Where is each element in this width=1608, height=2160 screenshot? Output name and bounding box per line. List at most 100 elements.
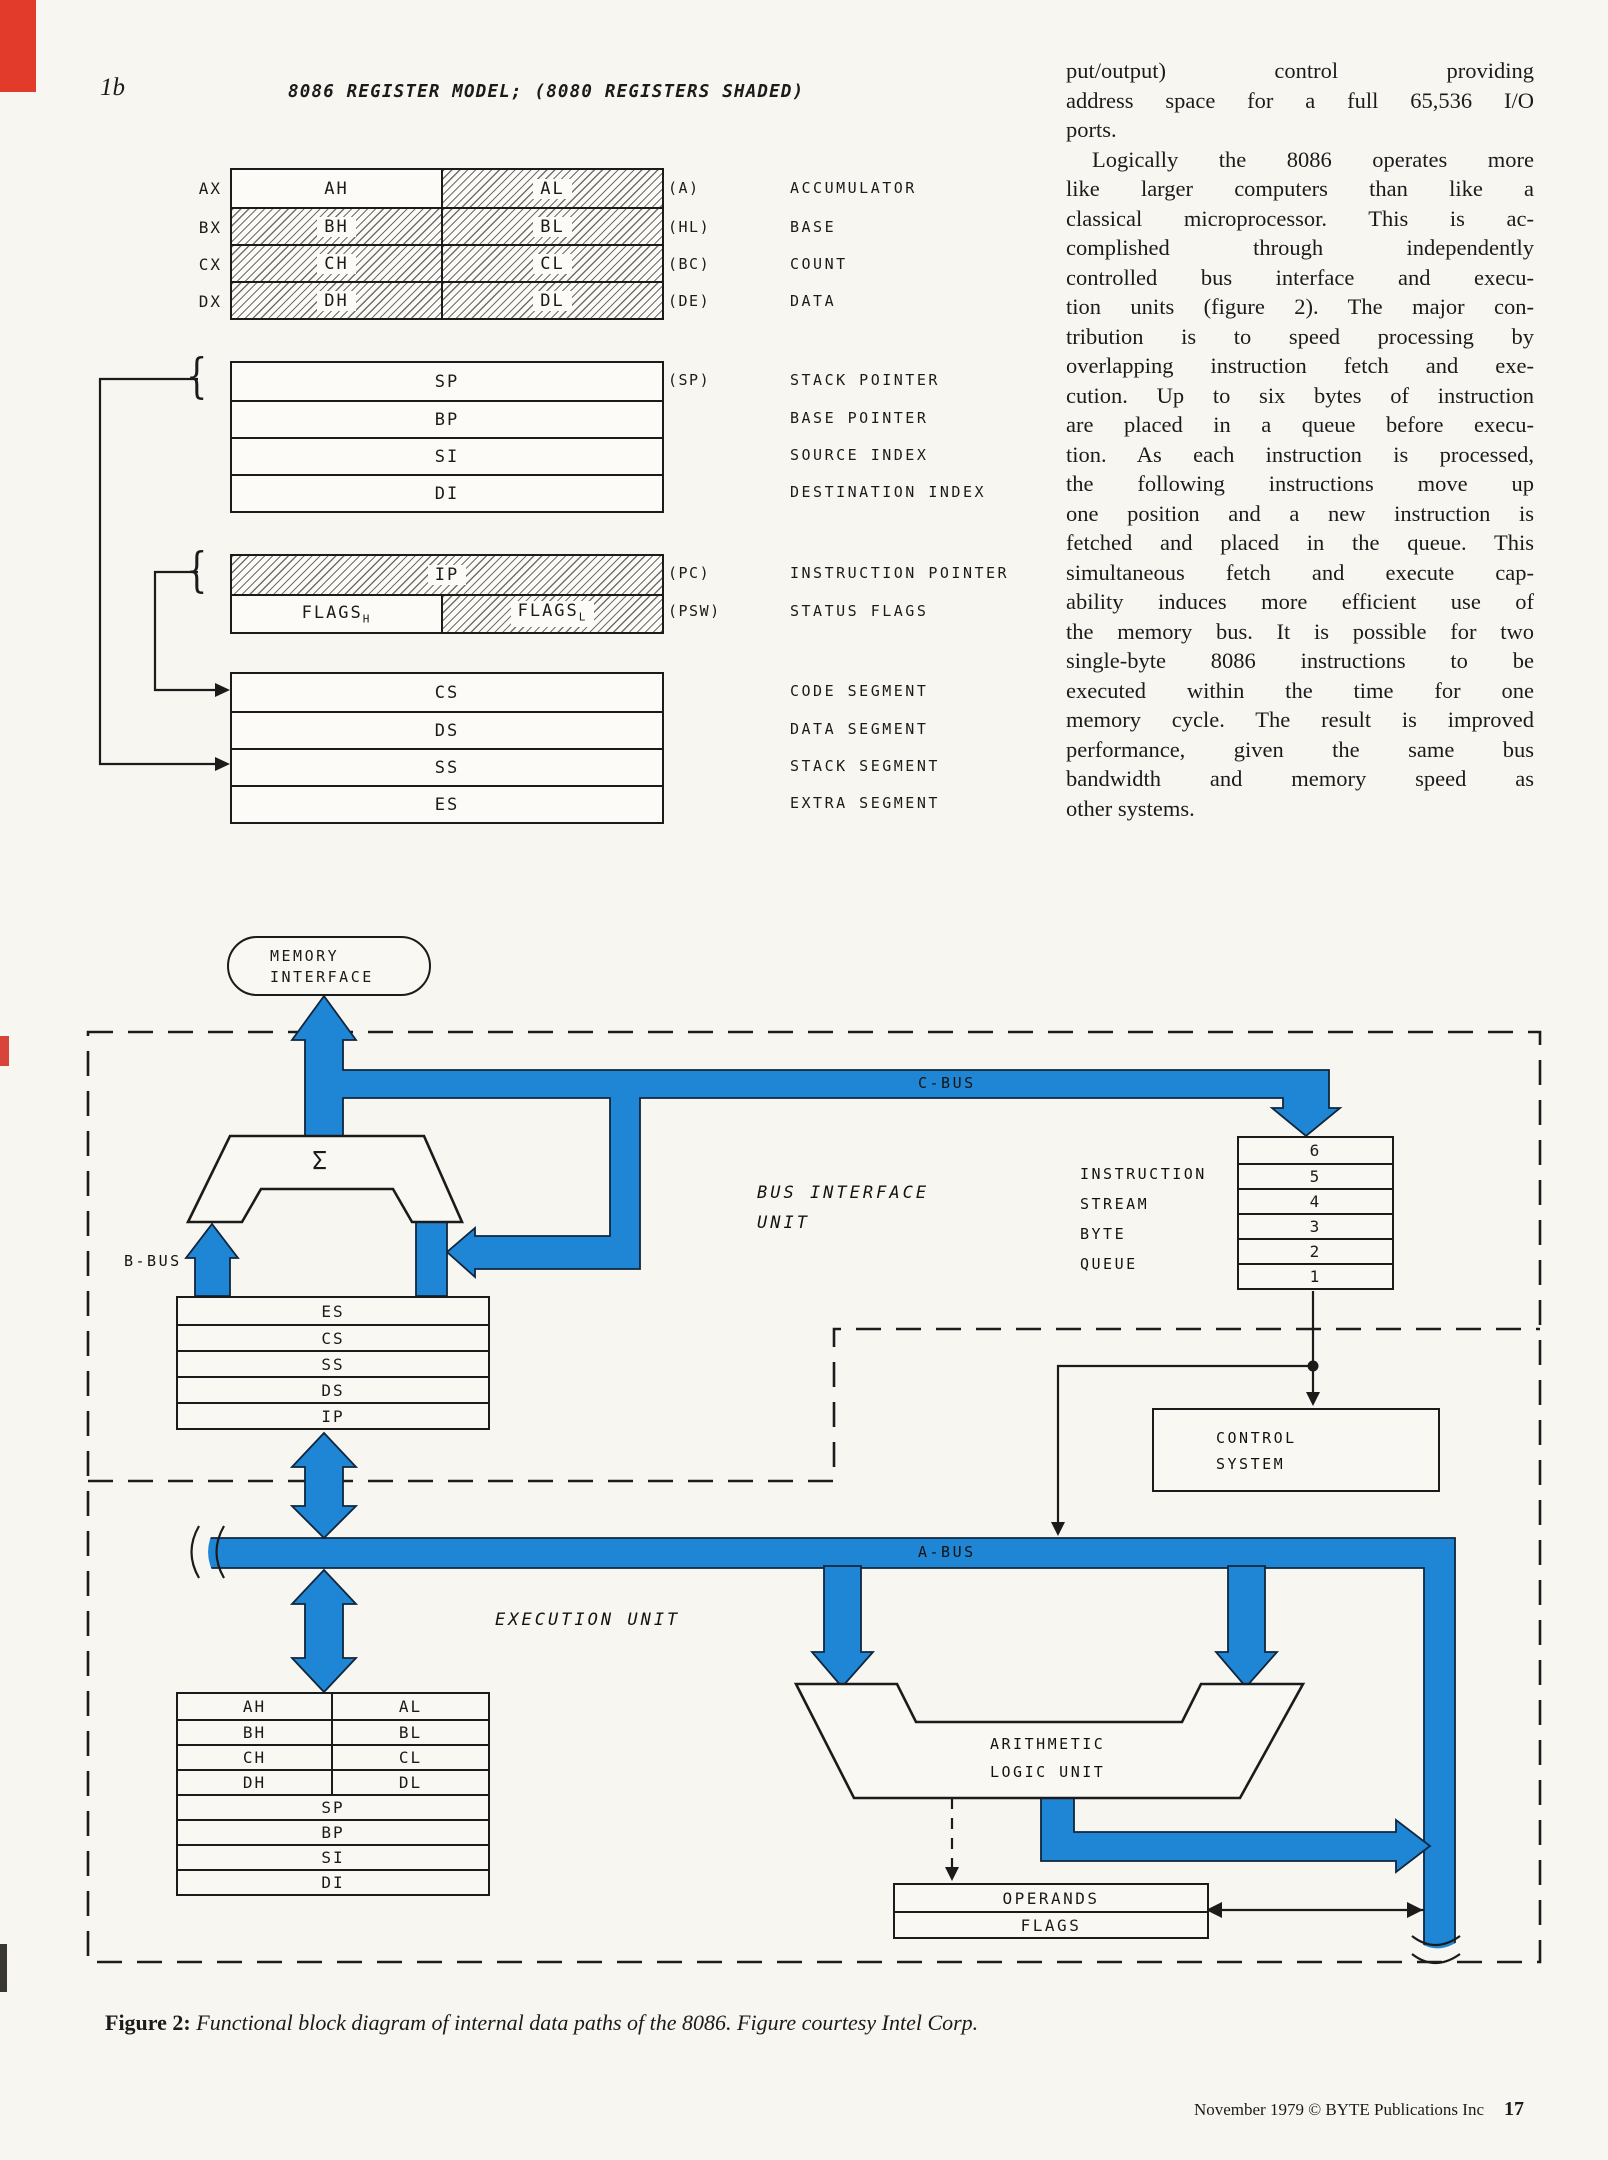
a-bus-left-break-mark1 — [190, 1525, 200, 1579]
article-line: single-byte 8086 instructions to be — [1066, 648, 1534, 673]
biu-cell-ip: IP — [321, 1406, 345, 1426]
table-row: DI — [232, 474, 662, 511]
reg-cell-bh: BH — [232, 209, 443, 244]
table-row: BH BL — [232, 207, 662, 244]
segment-register-table: CS DS SS ES — [230, 672, 664, 824]
table-row: CS — [178, 1324, 488, 1350]
memory-interface-label-line2: INTERFACE — [270, 968, 374, 986]
instruction-queue: 6 5 4 3 2 1 — [1237, 1136, 1394, 1290]
reg-cell-ds: DS — [434, 720, 460, 741]
reg-cell-si: SI — [434, 446, 460, 467]
paren-psw: (PSW) — [668, 602, 721, 620]
dark-edge-tick — [0, 1944, 7, 1992]
reg-name-bx: BX — [198, 218, 222, 237]
queue-cell-6: 6 — [1309, 1141, 1322, 1160]
queue-cell: 4 — [1239, 1188, 1392, 1213]
desc-data: DATA — [790, 292, 837, 310]
ip-to-cs-connector-line — [153, 570, 216, 692]
eu-cell-ah: AH — [178, 1694, 333, 1719]
reg-cell-ah: AH — [232, 170, 443, 207]
sigma-right-input-bar — [415, 1221, 448, 1297]
article-line: the following instructions move up — [1066, 471, 1534, 496]
reg-cell-al: AL — [443, 170, 662, 207]
eu-cell-bl: BL — [398, 1723, 423, 1742]
operands-dashed-arrowhead — [945, 1867, 959, 1881]
flags-l-subscript: L — [578, 610, 588, 624]
alu-label-line2: LOGIC UNIT — [990, 1763, 1106, 1781]
operands-link-left-arrowhead — [1206, 1902, 1222, 1918]
operands-flags-box: OPERANDS FLAGS — [893, 1883, 1209, 1939]
eu-cell-bh: BH — [178, 1721, 333, 1744]
a-bus-label: A-BUS — [918, 1543, 976, 1561]
table-row: ES — [232, 785, 662, 822]
reg-cell-cl: CL — [443, 246, 662, 281]
control-system-label-line1: CONTROL — [1216, 1429, 1297, 1447]
desc-stack-pointer: STACK POINTER — [790, 371, 940, 389]
eu-cell-al: AL — [398, 1697, 423, 1716]
eu-cell-sp: SP — [321, 1798, 345, 1817]
table-row: SS — [178, 1350, 488, 1376]
queue-cell: 2 — [1239, 1238, 1392, 1263]
table-row: CH CL — [232, 244, 662, 281]
reg-cell-dl: DL — [443, 283, 662, 318]
article-line: one position and a new instruction is — [1066, 500, 1534, 526]
reg-cell-bl: BL — [443, 209, 662, 244]
table-row: AH AL — [178, 1694, 488, 1719]
article-line: tion. As each instruction is processed, — [1066, 441, 1534, 467]
desc-status-flags: STATUS FLAGS — [790, 602, 929, 620]
article-line: ports. — [1066, 117, 1117, 142]
reg-name-cx: CX — [198, 255, 222, 274]
gp-register-table: AH AL BH BL CH CL DH DL — [230, 168, 664, 320]
desc-stack-segment: STACK SEGMENT — [790, 757, 940, 775]
table-row: DH DL — [178, 1769, 488, 1794]
figure-part-label: 1b — [100, 74, 125, 101]
table-row: BP — [178, 1819, 488, 1844]
ip-to-cs-arrowhead — [215, 683, 230, 697]
desc-source-index: SOURCE INDEX — [790, 446, 929, 464]
bus-interface-unit-label-line1: BUS INTERFACE — [757, 1183, 930, 1203]
control-system-arrowhead — [1306, 1392, 1320, 1406]
article-line: put/output) control providing — [1066, 58, 1534, 83]
biu-eu-divider-dashed — [88, 1327, 1540, 1483]
reg-name-ax: AX — [198, 179, 222, 198]
execution-unit-label: EXECUTION UNIT — [495, 1610, 681, 1630]
table-row: DH DL — [232, 281, 662, 318]
desc-base-pointer: BASE POINTER — [790, 409, 929, 427]
desc-code-segment: CODE SEGMENT — [790, 682, 929, 700]
reg-cell-sp: SP — [434, 371, 460, 392]
article-line: performance, given the same bus — [1066, 736, 1534, 762]
article-line: simultaneous fetch and execute cap- — [1066, 559, 1534, 585]
abus-regfile-double-arrow — [289, 1568, 359, 1694]
figure-caption-text: Functional block diagram of internal dat… — [190, 2010, 979, 2035]
article-line: executed within the time for one — [1066, 677, 1534, 703]
article-line: tion units (figure 2). The major con- — [1066, 294, 1534, 319]
article-column: put/output) control providing address sp… — [1066, 56, 1534, 823]
sigma-symbol: Σ — [312, 1146, 328, 1175]
register-model-title: 8086 REGISTER MODEL; (8080 REGISTERS SHA… — [288, 82, 805, 102]
reg-cell-flags-l: FLAGSL — [443, 596, 662, 632]
table-row: BH BL — [178, 1719, 488, 1744]
article-line: Logically the 8086 operates more — [1092, 146, 1534, 172]
paren-sp: (SP) — [668, 371, 711, 389]
queue-cell: 5 — [1239, 1163, 1392, 1188]
table-row: BP — [232, 400, 662, 437]
reg-cell-cs: CS — [434, 682, 460, 703]
queue-cell-2: 2 — [1309, 1242, 1322, 1261]
footer-credit: November 1979 © BYTE Publications Inc — [1193, 2100, 1484, 2119]
reg-name-dx: DX — [198, 292, 222, 311]
queue-cell: 3 — [1239, 1213, 1392, 1238]
article-line: address space for a full 65,536 I/O — [1066, 87, 1534, 113]
paren-de: (DE) — [668, 292, 711, 310]
queue-label-line4: QUEUE — [1080, 1255, 1138, 1273]
article-line: the memory bus. It is possible for two — [1066, 618, 1534, 644]
reg-cell-di: DI — [434, 483, 460, 504]
reg-cell-bp: BP — [434, 409, 460, 430]
sp-brace: { — [186, 348, 208, 404]
biu-cell-cs: CS — [321, 1328, 345, 1348]
article-line: like larger computers than like a — [1066, 176, 1534, 201]
table-row: FLAGS — [895, 1911, 1207, 1937]
flags-cell: FLAGS — [1020, 1915, 1082, 1935]
table-row: SP — [178, 1794, 488, 1819]
